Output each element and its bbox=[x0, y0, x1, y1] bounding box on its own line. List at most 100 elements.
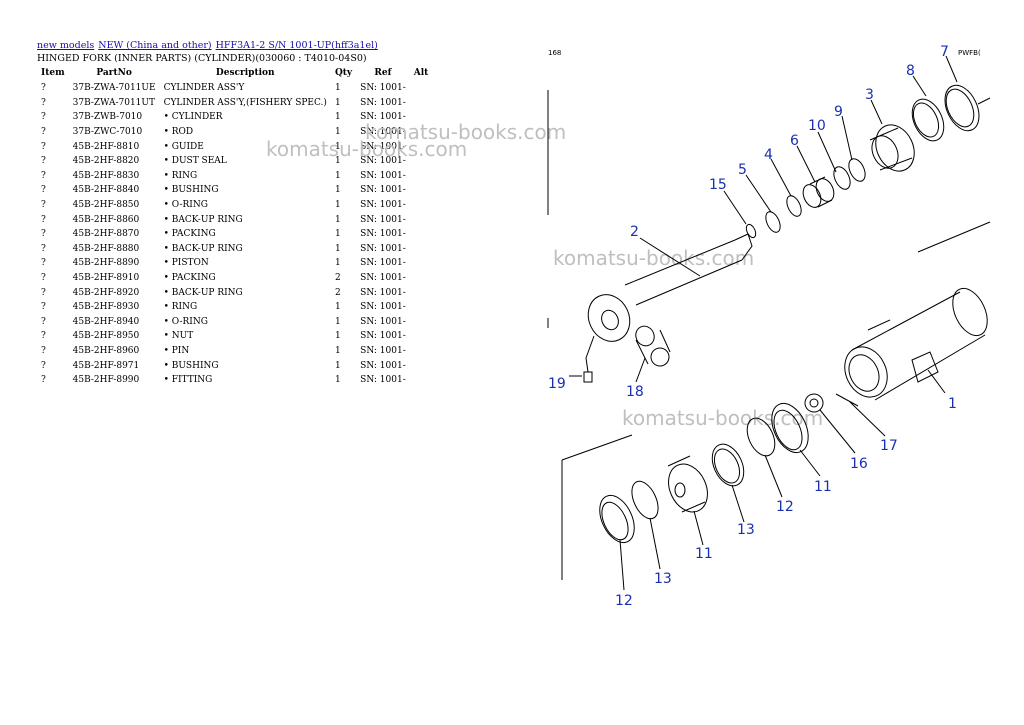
cell-qty: 1 bbox=[334, 243, 341, 254]
ring-4 bbox=[786, 195, 802, 217]
breadcrumb-link-new-china[interactable]: NEW (China and other) bbox=[98, 40, 212, 51]
cell-description: • FITTING bbox=[163, 375, 213, 386]
callout-8: 8 bbox=[906, 63, 915, 79]
callout-9: 9 bbox=[834, 104, 843, 120]
packing-13-lower bbox=[631, 480, 659, 520]
cell-ref: SN: 1001- bbox=[360, 331, 406, 342]
cell-ref: SN: 1001- bbox=[360, 345, 406, 356]
callout-6: 6 bbox=[790, 133, 799, 149]
cell-qty: 2 bbox=[334, 287, 341, 298]
cell-alt bbox=[410, 125, 433, 140]
callout-11: 11 bbox=[695, 546, 713, 562]
cell-item: ? bbox=[41, 287, 46, 298]
callout-12-lower: 12 bbox=[615, 593, 633, 609]
bushing-6 bbox=[815, 178, 835, 202]
cell-partno: 45B-2HF-8870 bbox=[72, 229, 140, 240]
callout-14: 13 bbox=[737, 522, 755, 538]
header-qty: Qty bbox=[334, 68, 353, 78]
fitting-19 bbox=[585, 335, 595, 373]
cell-ref: SN: 1001- bbox=[360, 200, 406, 211]
cell-partno: 45B-2HF-8840 bbox=[72, 185, 140, 196]
cell-alt bbox=[410, 183, 433, 198]
cell-item: ? bbox=[41, 273, 46, 284]
cell-description: • DUST SEAL bbox=[163, 156, 227, 167]
cell-partno: 45B-2HF-8860 bbox=[72, 214, 140, 225]
ring-10 bbox=[833, 166, 851, 190]
breadcrumb-link-new-models[interactable]: new models bbox=[37, 40, 95, 51]
header-description: Description bbox=[215, 68, 275, 78]
cell-partno: 45B-2HF-8890 bbox=[72, 258, 140, 269]
nut-16 bbox=[804, 393, 824, 413]
cell-ref: SN: 1001- bbox=[360, 316, 406, 327]
cell-item: ? bbox=[41, 200, 46, 211]
callout-16: 16 bbox=[850, 456, 868, 472]
cell-alt bbox=[410, 329, 433, 344]
cell-item: ? bbox=[41, 229, 46, 240]
cell-description: CYLINDER ASS'Y bbox=[163, 83, 245, 94]
header-ref: Ref bbox=[374, 68, 392, 78]
cell-partno: 45B-2HF-8830 bbox=[72, 170, 140, 181]
cell-item: ? bbox=[41, 243, 46, 254]
cell-ref: SN: 1001- bbox=[360, 229, 406, 240]
callout-12: 11 bbox=[814, 479, 832, 495]
cell-partno: 45B-2HF-8950 bbox=[72, 331, 140, 342]
cell-ref: SN: 1001- bbox=[360, 156, 406, 167]
cell-ref: SN: 1001- bbox=[360, 360, 406, 371]
cell-description: • GUIDE bbox=[163, 141, 204, 152]
cell-item: ? bbox=[41, 185, 46, 196]
cell-description: • RING bbox=[163, 302, 198, 313]
cell-qty: 1 bbox=[334, 112, 341, 123]
callout-4: 4 bbox=[764, 147, 773, 163]
cell-partno: 37B-ZWB-7010 bbox=[72, 112, 143, 123]
cell-ref: SN: 1001- bbox=[360, 375, 406, 386]
callout-18: 18 bbox=[626, 384, 644, 400]
cell-item: ? bbox=[41, 331, 46, 342]
callout-15: 15 bbox=[709, 177, 727, 193]
cell-partno: 45B-2HF-8971 bbox=[72, 360, 140, 371]
cell-item: ? bbox=[41, 83, 46, 94]
ring-14 bbox=[711, 443, 745, 487]
callout-5: 5 bbox=[738, 162, 747, 178]
cell-qty: 1 bbox=[334, 170, 341, 181]
cell-alt bbox=[410, 212, 433, 227]
cell-qty: 1 bbox=[334, 127, 341, 138]
cell-partno: 45B-2HF-8820 bbox=[72, 156, 140, 167]
pin-17 bbox=[835, 393, 859, 407]
cell-description: • RING bbox=[163, 170, 198, 181]
backup-ring-12-lower bbox=[599, 494, 635, 544]
cell-qty: 1 bbox=[334, 258, 341, 269]
cell-description: • BACK-UP RING bbox=[163, 214, 243, 225]
piston-11 bbox=[668, 463, 708, 513]
cell-partno: 37B-ZWC-7010 bbox=[72, 127, 143, 138]
cell-description: • O-RING bbox=[163, 316, 208, 327]
table-header-row: Item PartNo Description Qty Ref Alt bbox=[37, 65, 432, 81]
header-partno: PartNo bbox=[96, 68, 132, 78]
cell-item: ? bbox=[41, 258, 46, 269]
cell-ref: SN: 1001- bbox=[360, 127, 406, 138]
ring-8-inner bbox=[912, 102, 940, 138]
callout-10: 10 bbox=[808, 118, 826, 134]
cell-alt bbox=[410, 315, 433, 330]
breadcrumb-link-model[interactable]: HFF3A1-2 S/N 1001-UP(hff3a1el) bbox=[215, 40, 378, 51]
cell-item: ? bbox=[41, 214, 46, 225]
cell-ref: SN: 1001- bbox=[360, 243, 406, 254]
cell-description: • O-RING bbox=[163, 200, 208, 211]
cell-partno: 37B-ZWA-7011UE bbox=[72, 83, 156, 94]
cell-qty: 1 bbox=[334, 360, 341, 371]
cell-qty: 1 bbox=[334, 345, 341, 356]
cell-item: ? bbox=[41, 156, 46, 167]
cell-qty: 1 bbox=[334, 214, 341, 225]
cell-alt bbox=[410, 139, 433, 154]
cell-item: ? bbox=[41, 316, 46, 327]
callout-3: 3 bbox=[865, 87, 874, 103]
